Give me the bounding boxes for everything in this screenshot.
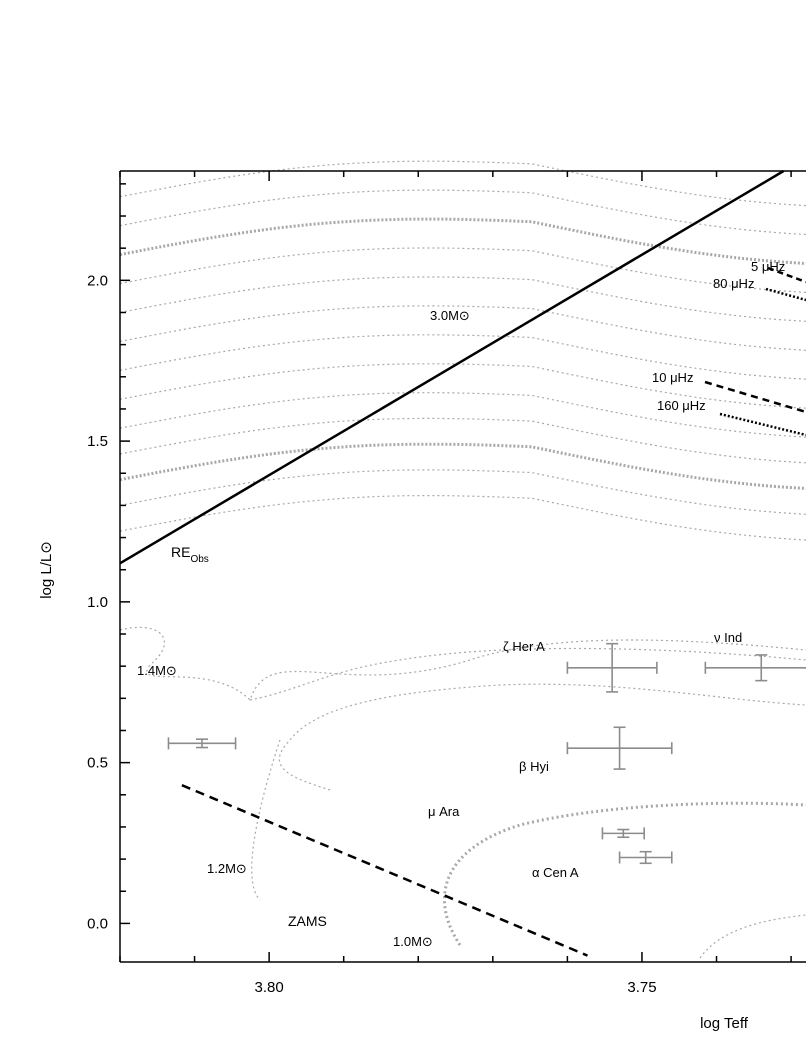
freq-label-160: 160 μHz — [657, 398, 706, 413]
evolution-track — [119, 363, 806, 409]
evolution-track-low-mass — [278, 683, 806, 791]
y-tick-label-0: 0.0 — [87, 915, 108, 932]
star-label-mu-ara: μ Ara — [428, 804, 460, 819]
mass-label-1-2: 1.2M⊙ — [207, 861, 247, 876]
star-markers — [167, 642, 806, 865]
evolution-track — [119, 469, 806, 515]
axes — [119, 170, 806, 963]
evolution-tracks — [119, 160, 806, 959]
evolution-track — [119, 305, 806, 351]
star-marker — [167, 737, 237, 750]
mass-label-1-4: 1.4M⊙ — [137, 663, 177, 678]
freq-label-5: 5 μHz — [751, 259, 785, 274]
x-tick-label-380: 3.80 — [254, 979, 283, 996]
star-label-beta-hyi: β Hyi — [519, 759, 549, 774]
re-obs-line — [119, 169, 785, 565]
evolution-track — [119, 189, 806, 236]
freq-label-80: 80 μHz — [713, 276, 754, 291]
star-marker — [566, 726, 673, 770]
y-tick-label-15: 1.5 — [87, 433, 108, 450]
iso-frequency-80-line — [765, 287, 806, 302]
evolution-track — [119, 247, 806, 293]
evolution-track — [119, 334, 806, 380]
y-tick-label-05: 0.5 — [87, 755, 108, 772]
y-tick-label-10: 1.0 — [87, 594, 108, 611]
y-axis-label: log L/L⊙ — [38, 541, 55, 599]
iso-frequency-10-line — [704, 380, 806, 414]
y-tick-label-20: 2.0 — [87, 272, 108, 289]
star-label-alpha-cen-a: α Cen A — [532, 865, 579, 880]
reference-lines — [119, 169, 806, 957]
star-label-nu-ind: ν Ind — [714, 630, 742, 645]
mass-label-1-0: 1.0M⊙ — [393, 934, 433, 949]
x-axis-label: log Teff — [700, 1015, 749, 1032]
evolution-track-low-mass — [699, 914, 806, 959]
evolution-track — [119, 160, 806, 207]
evolution-track — [119, 217, 806, 265]
evolution-track — [119, 417, 806, 464]
star-marker — [601, 827, 645, 840]
evolution-track — [119, 495, 806, 541]
star-marker — [566, 642, 658, 693]
evolution-track — [119, 392, 806, 438]
star-label-zeta-her-a: ζ Her A — [503, 639, 545, 654]
zams-line — [181, 784, 588, 957]
evolution-track — [119, 442, 806, 490]
iso-frequency-5-line — [767, 266, 806, 284]
zams-label: ZAMS — [288, 913, 327, 929]
evolution-track-low-mass — [119, 626, 806, 702]
star-marker — [618, 850, 673, 865]
x-tick-label-375: 3.75 — [627, 979, 656, 996]
mass-label-3-0: 3.0M⊙ — [430, 308, 470, 323]
evolution-track-low-mass — [249, 647, 806, 701]
evolution-track-low-mass — [443, 801, 806, 946]
evolution-track — [119, 276, 806, 322]
star-marker — [704, 654, 806, 682]
re-obs-label: REObs — [171, 544, 209, 565]
iso-frequency-160-line — [719, 412, 806, 437]
freq-label-10: 10 μHz — [652, 370, 693, 385]
